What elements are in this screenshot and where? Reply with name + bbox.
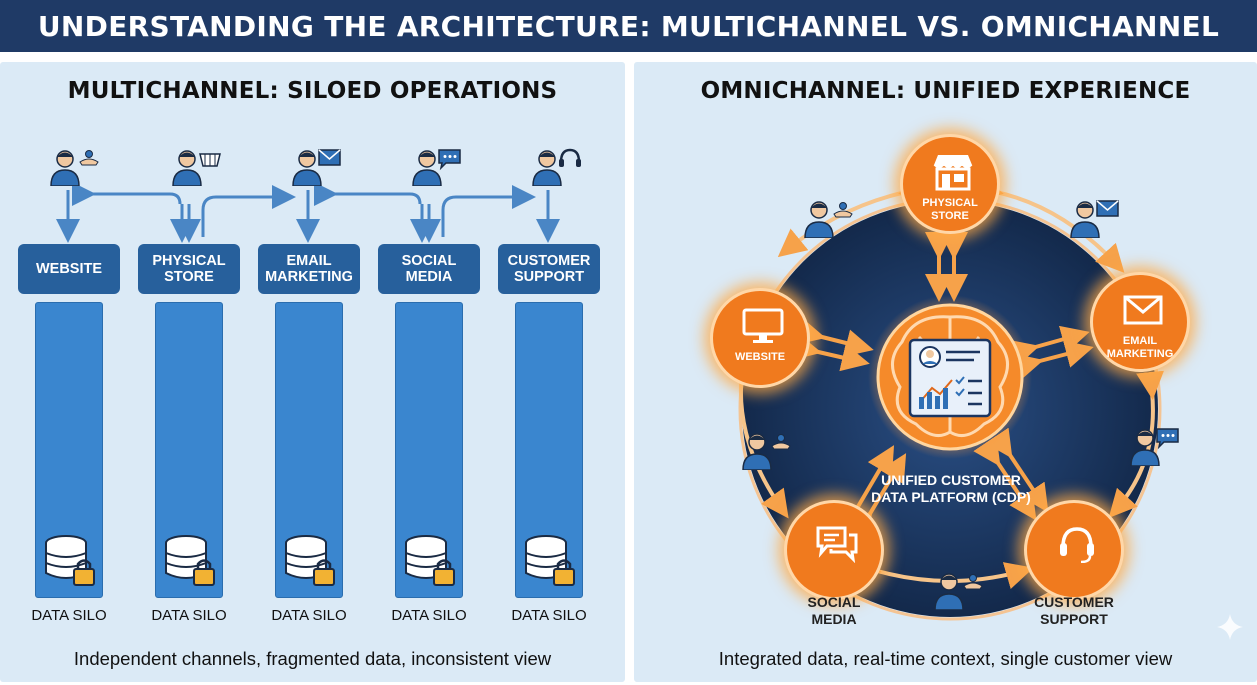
storefront-icon — [933, 155, 973, 191]
omnichannel-caption: Integrated data, real-time context, sing… — [718, 648, 1173, 669]
node-social-media — [784, 500, 884, 600]
person-with-hand-icon — [804, 201, 853, 238]
person-with-basket-icon — [172, 150, 221, 186]
locked-database-icon — [405, 535, 455, 586]
chat-bubbles-icon — [816, 526, 858, 563]
silo-label: DATA SILO — [391, 607, 467, 624]
channel-label-customer-support: CUSTOMER SUPPORT — [498, 244, 600, 294]
person-with-hand-icon — [742, 433, 791, 470]
omnichannel-title: OMNICHANNEL: UNIFIED EXPERIENCE — [700, 78, 1191, 104]
person-with-chat-icon — [412, 149, 461, 186]
header-bar: UNDERSTANDING THE ARCHITECTURE: MULTICHA… — [0, 0, 1257, 52]
node-label: EMAIL MARKETING — [1106, 335, 1174, 360]
person-with-headset-icon — [532, 148, 581, 186]
node-customer-support — [1024, 500, 1124, 600]
person-with-envelope-icon — [292, 149, 341, 186]
social-media-label: SOCIAL MEDIA — [807, 594, 861, 627]
person-with-hand-icon — [934, 573, 983, 610]
cdp-label: UNIFIED CUSTOMER DATA PLATFORM (CDP) — [871, 472, 1031, 505]
multichannel-arrows — [56, 182, 560, 243]
node-email-marketing: EMAIL MARKETING — [1090, 272, 1190, 372]
silo-label: DATA SILO — [511, 607, 587, 624]
customer-profile-card-icon — [908, 338, 992, 418]
omnichannel-panel: OMNICHANNEL: UNIFIED EXPERIENCE — [634, 62, 1257, 682]
data-silo-column — [275, 302, 343, 598]
locked-database-icon — [165, 535, 215, 586]
sparkle-icon — [1217, 614, 1243, 640]
locked-database-icon — [525, 535, 575, 586]
channel-label-email-marketing: EMAIL MARKETING — [258, 244, 360, 294]
node-label: WEBSITE — [734, 351, 786, 363]
data-silo-column — [155, 302, 223, 598]
data-silo-column — [35, 302, 103, 598]
channel-label-website: WEBSITE — [18, 244, 120, 294]
monitor-icon — [742, 308, 784, 343]
multichannel-panel: MULTICHANNEL: SILOED OPERATIONS — [0, 62, 625, 682]
locked-database-icon — [285, 535, 335, 586]
channel-label-social-media: SOCIAL MEDIA — [378, 244, 480, 294]
customer-support-label: CUSTOMER SUPPORT — [1034, 594, 1114, 627]
data-silo-column — [395, 302, 463, 598]
silo-label: DATA SILO — [271, 607, 347, 624]
locked-database-icon — [45, 535, 95, 586]
silo-label: DATA SILO — [151, 607, 227, 624]
page-title: UNDERSTANDING THE ARCHITECTURE: MULTICHA… — [37, 9, 1220, 43]
node-website: WEBSITE — [710, 288, 810, 388]
envelope-icon — [1123, 295, 1163, 325]
person-with-hand-icon — [50, 150, 99, 186]
channel-label-physical-store: PHYSICAL STORE — [138, 244, 240, 294]
silo-label: DATA SILO — [31, 607, 107, 624]
multichannel-caption: Independent channels, fragmented data, i… — [73, 648, 552, 669]
node-physical-store: PHYSICAL STORE — [900, 134, 1000, 234]
headset-icon — [1060, 527, 1094, 563]
multichannel-title: MULTICHANNEL: SILOED OPERATIONS — [67, 78, 558, 104]
data-silo-column — [515, 302, 583, 598]
person-with-envelope-icon — [1070, 200, 1119, 238]
node-label: PHYSICAL STORE — [922, 197, 978, 222]
person-with-chat-icon — [1130, 428, 1179, 466]
